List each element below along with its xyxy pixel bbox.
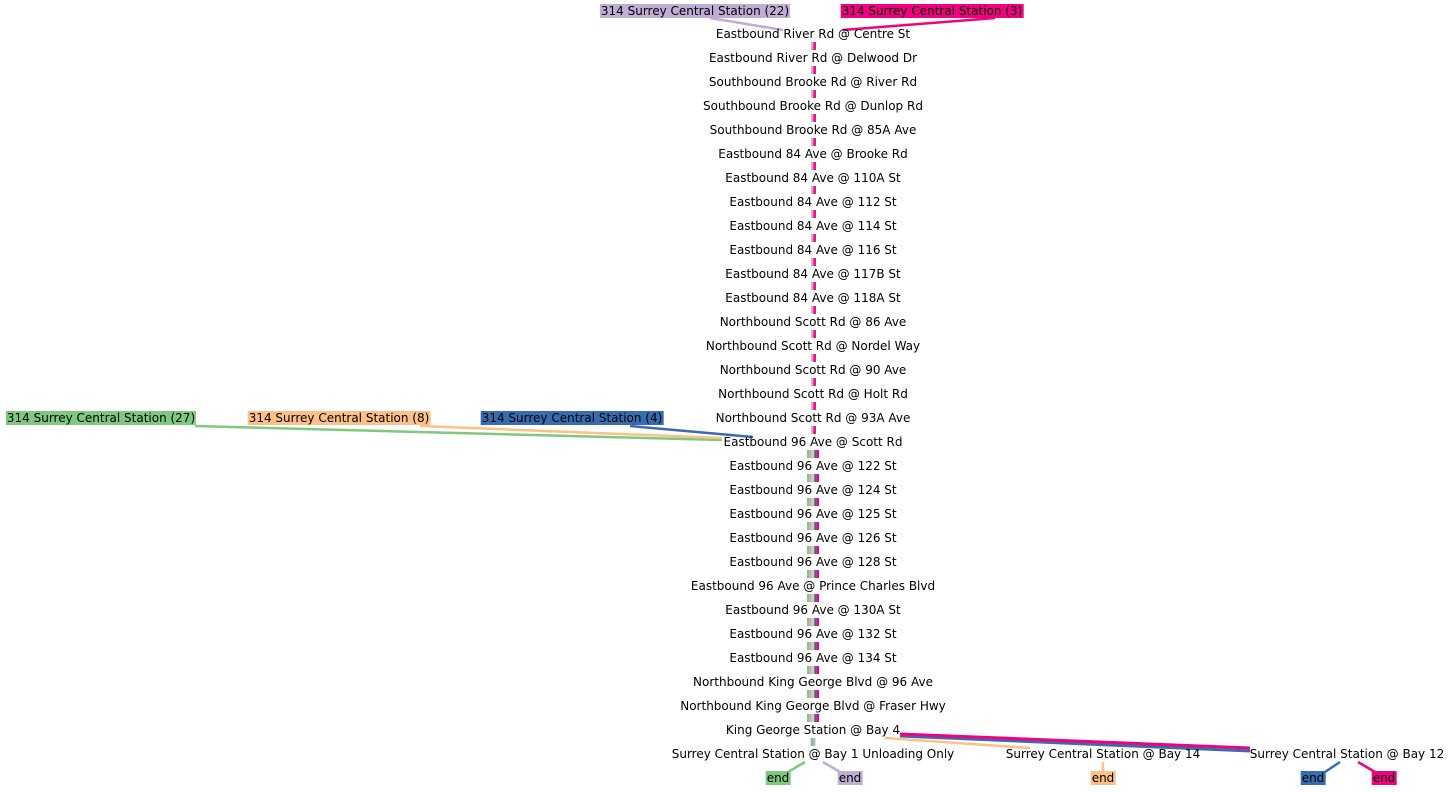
end-label: end	[1090, 771, 1116, 785]
edge-bay12-pink	[899, 732, 1251, 750]
start-edge-8	[419, 424, 723, 440]
edge-bay14	[884, 736, 1031, 750]
stop-label: Northbound Scott Rd @ 93A Ave	[715, 411, 911, 425]
stop-label: Northbound Scott Rd @ 90 Ave	[719, 363, 907, 377]
stop-label: Eastbound 96 Ave @ 128 St	[729, 555, 897, 569]
end-edge	[1324, 760, 1341, 774]
stop-label: Eastbound River Rd @ Centre St	[715, 27, 911, 41]
route-start-label: 314 Surrey Central Station (3)	[840, 4, 1024, 18]
stop-label: Eastbound 96 Ave @ Prince Charles Blvd	[690, 579, 936, 593]
stop-label: Northbound King George Blvd @ Fraser Hwy	[680, 699, 946, 713]
stop-label: Northbound Scott Rd @ Holt Rd	[718, 387, 908, 401]
route-start-label: 314 Surrey Central Station (27)	[5, 411, 197, 425]
stop-label: Eastbound 84 Ave @ 117B St	[725, 267, 901, 281]
stop-label: Eastbound 96 Ave @ 134 St	[729, 651, 897, 665]
stop-label: Southbound Brooke Rd @ River Rd	[708, 75, 918, 89]
stop-label: Eastbound 96 Ave @ 132 St	[729, 627, 897, 641]
stop-label: Surrey Central Station @ Bay 1 Unloading…	[671, 747, 955, 761]
stop-label: Eastbound 96 Ave @ 130A St	[725, 603, 901, 617]
end-edge	[787, 760, 806, 774]
start-edge-27	[194, 424, 723, 442]
stop-label: King George Station @ Bay 4	[725, 723, 901, 737]
route-start-label: 314 Surrey Central Station (8)	[247, 411, 431, 425]
stop-label: Southbound Brooke Rd @ Dunlop Rd	[703, 99, 923, 113]
stop-label: Eastbound 84 Ave @ Brooke Rd	[718, 147, 908, 161]
stop-label: Eastbound 96 Ave @ 125 St	[729, 507, 897, 521]
start-edge-4	[629, 424, 754, 439]
end-label: end	[1371, 771, 1397, 785]
end-edge	[1357, 760, 1376, 774]
stop-label-bay12: Surrey Central Station @ Bay 12	[1249, 747, 1445, 761]
stop-label: Eastbound 96 Ave @ 124 St	[729, 483, 897, 497]
edge-bay12-blue	[899, 734, 1251, 753]
stop-label: Eastbound 96 Ave @ Scott Rd	[723, 435, 903, 449]
stop-label: Eastbound 84 Ave @ 110A St	[725, 171, 901, 185]
stop-label: Northbound Scott Rd @ Nordel Way	[705, 339, 921, 353]
stop-label: Eastbound 84 Ave @ 112 St	[729, 195, 897, 209]
route-start-label: 314 Surrey Central Station (22)	[599, 4, 791, 18]
start-edge-22	[709, 16, 784, 32]
end-label: end	[837, 771, 863, 785]
stop-label: Eastbound 96 Ave @ 122 St	[729, 459, 897, 473]
end-label: end	[765, 771, 791, 785]
stop-label-bay14: Surrey Central Station @ Bay 14	[1005, 747, 1201, 761]
stop-label: Eastbound 84 Ave @ 114 St	[729, 219, 897, 233]
stop-label: Eastbound River Rd @ Delwood Dr	[708, 51, 918, 65]
end-label: end	[1300, 771, 1326, 785]
route-start-label: 314 Surrey Central Station (4)	[480, 411, 664, 425]
stop-label: Eastbound 84 Ave @ 116 St	[729, 243, 897, 257]
stop-label: Northbound King George Blvd @ 96 Ave	[693, 675, 933, 689]
stop-label: Eastbound 96 Ave @ 126 St	[729, 531, 897, 545]
start-edge-3	[842, 16, 996, 32]
stop-label: Eastbound 84 Ave @ 118A St	[725, 291, 901, 305]
end-edge	[822, 760, 841, 774]
stop-label: Northbound Scott Rd @ 86 Ave	[719, 315, 907, 329]
stop-label: Southbound Brooke Rd @ 85A Ave	[709, 123, 917, 137]
